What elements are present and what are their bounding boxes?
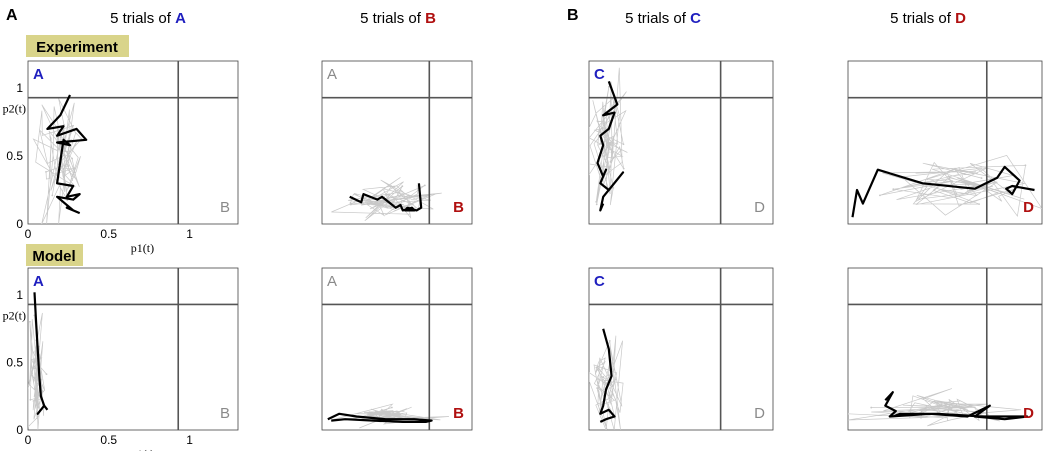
corner-label-a: A xyxy=(33,273,44,290)
column-title-0-prefix: 5 trials of xyxy=(110,10,175,27)
y-tick-label: 0 xyxy=(16,217,23,231)
plot-frame xyxy=(847,60,1043,225)
x-tick-label: 0 xyxy=(25,227,32,241)
plot-frame xyxy=(321,267,473,431)
background-trials xyxy=(879,154,1042,217)
chart-exp-C: CD xyxy=(588,60,774,225)
mean-trace xyxy=(599,328,616,423)
column-title-1-prefix: 5 trials of xyxy=(360,10,425,27)
corner-label-d: D xyxy=(1023,199,1034,216)
corner-label-c: C xyxy=(594,273,605,290)
corner-label-a: A xyxy=(33,66,44,83)
chart-exp-A: A B 0 0.5 1 0 0.5 1 p1(t) p2(t) xyxy=(3,60,239,255)
y-tick-label: 1 xyxy=(16,288,23,302)
corner-label-b: B xyxy=(220,405,230,422)
column-title-1: 5 trials of B xyxy=(360,10,436,27)
column-title-1-letter: B xyxy=(425,10,436,27)
mean-trace xyxy=(33,292,49,415)
corner-label-b: B xyxy=(453,199,464,216)
column-title-2-prefix: 5 trials of xyxy=(625,10,690,27)
x-tick-label: 1 xyxy=(186,227,193,241)
trial-trace xyxy=(848,388,1022,427)
x-tick-label: 1 xyxy=(186,433,193,447)
y-axis-label: p2(t) xyxy=(3,308,26,322)
chart-model-D: D xyxy=(847,267,1043,431)
mean-trace xyxy=(46,94,88,215)
trial-trace xyxy=(32,98,82,224)
trial-trace xyxy=(28,312,47,430)
column-title-2-letter: C xyxy=(690,10,701,27)
column-title-0: 5 trials of A xyxy=(110,10,186,27)
x-axis-label: p1(t) xyxy=(131,241,154,255)
mean-trace xyxy=(349,183,423,212)
row-badge-model: Model xyxy=(32,248,75,265)
trial-point xyxy=(51,194,54,197)
column-title-3: 5 trials of D xyxy=(890,10,966,27)
trial-point xyxy=(980,177,983,179)
mean-trace xyxy=(596,81,625,212)
column-title-2: 5 trials of C xyxy=(625,10,701,27)
background-trials xyxy=(32,98,83,224)
corner-label-a: A xyxy=(327,66,337,83)
panel-letter-b: B xyxy=(567,7,579,24)
corner-label-b: B xyxy=(453,405,464,422)
row-badge-experiment-bg xyxy=(26,35,129,57)
mean-trace xyxy=(327,412,433,423)
corner-label-c: C xyxy=(594,66,605,83)
column-title-3-letter: D xyxy=(955,10,966,27)
y-tick-label: 0.5 xyxy=(6,149,23,163)
y-tick-label: 0 xyxy=(16,423,23,437)
x-tick-label: 0.5 xyxy=(100,433,117,447)
y-axis-label: p2(t) xyxy=(3,102,26,116)
corner-label-d: D xyxy=(754,199,765,216)
trial-trace xyxy=(331,177,442,221)
chart-model-C: CD xyxy=(588,267,774,431)
corner-label-a: A xyxy=(327,273,337,290)
corner-label-b: B xyxy=(220,199,230,216)
trial-trace xyxy=(879,154,1042,217)
plot-frame xyxy=(27,267,239,431)
x-tick-label: 0.5 xyxy=(100,227,117,241)
y-tick-label: 0.5 xyxy=(6,356,23,370)
chart-model-B: AB xyxy=(321,267,473,431)
mean-trace xyxy=(884,391,1029,421)
column-title-3-prefix: 5 trials of xyxy=(890,10,955,27)
row-badge-model-bg xyxy=(26,244,83,266)
column-title-0-letter: A xyxy=(175,10,186,27)
y-tick-label: 1 xyxy=(16,81,23,95)
corner-label-d: D xyxy=(1023,405,1034,422)
mean-trace xyxy=(851,165,1035,218)
panel-letter-a: A xyxy=(6,7,18,24)
trial-trace xyxy=(589,335,624,430)
plot-frame xyxy=(321,60,473,225)
corner-label-d: D xyxy=(754,405,765,422)
chart-exp-D: D xyxy=(847,60,1043,225)
x-tick-label: 0 xyxy=(25,433,32,447)
chart-exp-B: AB xyxy=(321,60,473,225)
x-axis-label: p1(t) xyxy=(131,447,154,451)
chart-model-A: A B 0 0.5 1 0 0.5 1 p1(t) p2(t) xyxy=(3,267,239,451)
trial-point xyxy=(595,203,598,206)
row-badge-experiment: Experiment xyxy=(36,39,118,56)
